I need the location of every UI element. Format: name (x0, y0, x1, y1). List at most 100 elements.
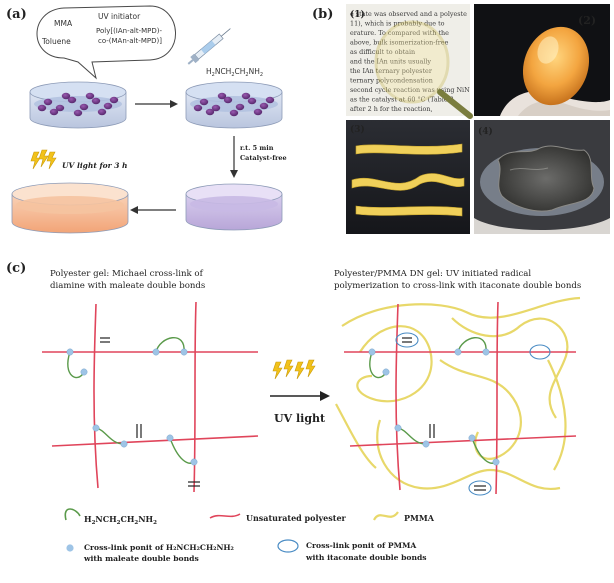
monomer-bead (235, 103, 245, 111)
monomer-bead (79, 103, 89, 111)
photo-1-text-line: e state was observed and a polyeste (350, 10, 467, 18)
legend-crosslink-diamine-line2: with maleate double bonds (83, 554, 199, 563)
dish-polyester-gel (185, 183, 283, 231)
photo-2-number: (2) (578, 14, 596, 27)
polyester-network-left (42, 301, 259, 493)
reagent-mma: MMA (54, 19, 73, 28)
monomer-bead (85, 92, 95, 100)
dish-monomer-mixture (29, 81, 127, 129)
monomer-bead (43, 98, 53, 106)
panel-b: (b) e state was observed and a polyeste 1… (312, 4, 610, 234)
double-bond-markers-right (402, 337, 486, 491)
photo-1-transparent-film: e state was observed and a polyeste 11), … (346, 4, 473, 119)
dn-network-right (335, 296, 581, 496)
monomer-bead (91, 97, 101, 105)
panel-a-label: (a) (6, 7, 27, 22)
legend-crosslink-pmma-line1: Cross-link ponit of PMMA (306, 541, 416, 550)
panel-a: (a) MMA UV initiator Toluene Poly[(IAn-a… (6, 5, 287, 234)
photo-1-text-line: after 2 h for the reaction, (350, 105, 433, 113)
dish-with-diamine (185, 81, 283, 129)
arrow-step1 (135, 100, 178, 108)
legend: H2NCH2CH2NH2 Unsaturated polyester PMMA … (64, 508, 435, 563)
monomer-bead (193, 104, 203, 112)
legend-crosslink-pmma: Cross-link ponit of PMMA with itaconate … (277, 539, 427, 562)
uv-light-label: UV light (274, 412, 326, 425)
legend-diamine-formula: H2NCH2CH2NH2 (84, 514, 157, 526)
monomer-bead (49, 108, 59, 116)
photo-4-number: (4) (478, 126, 493, 137)
legend-diamine: H2NCH2CH2NH2 (64, 508, 157, 526)
monomer-bead (67, 96, 77, 104)
monomer-bead (211, 104, 221, 112)
monomer-beads (37, 92, 119, 117)
monomer-bead (37, 104, 47, 112)
photo-3-number: (3) (350, 124, 365, 135)
photo-1-text-line: the IAn ternary polyester (350, 67, 433, 75)
crosslink-points (66, 348, 198, 466)
arrow-step2: r.t. 5 min Catalyst-free (230, 136, 287, 178)
left-network-title-1: Polyester gel: Michael cross-link of (50, 269, 204, 279)
monomer-bead (241, 92, 251, 100)
right-network-title-2: polymerization to cross-link with itacon… (334, 281, 581, 291)
dish-dn-gel (11, 182, 129, 234)
monomer-bead (253, 108, 263, 116)
panel-c: (c) Polyester gel: Michael cross-link of… (6, 261, 581, 563)
photo-3-gel-strips: (3) (346, 120, 470, 234)
panel-b-label: (b) (312, 7, 333, 22)
step-catalyst-label: Catalyst-free (240, 154, 287, 162)
monomer-bead (55, 104, 65, 112)
monomer-bead (97, 108, 107, 116)
panel-c-label: (c) (6, 261, 26, 276)
photo-1-printed-text: e state was observed and a polyeste 11), … (350, 10, 470, 113)
arrow-step3 (130, 206, 176, 214)
double-bond-markers (100, 337, 200, 487)
reagent-uv-initiator: UV initiator (98, 12, 141, 21)
monomer-bead (199, 98, 209, 106)
crosslink-points-right (368, 348, 500, 466)
monomer-bead (223, 96, 233, 104)
monomer-bead (247, 97, 257, 105)
monomer-bead (265, 96, 275, 104)
legend-crosslink-diamine: Cross-link ponit of H₂NCH₂CH₂NH₂ with ma… (66, 543, 234, 563)
monomer-bead (217, 92, 227, 100)
uv-lightning-icon-c (272, 359, 316, 380)
syringe-icon (187, 28, 231, 65)
legend-unsaturated-label: Unsaturated polyester (246, 513, 347, 523)
monomer-bead (73, 109, 83, 117)
legend-pmma-label: PMMA (404, 513, 435, 523)
legend-pmma: PMMA (373, 511, 435, 523)
photo-1-number: (1) (350, 9, 365, 20)
reagent-poly-line1: Poly[(IAn-alt-MPD)- (96, 27, 163, 35)
legend-crosslink-pmma-line2: with itaconate double bonds (305, 553, 427, 562)
pmma-crosslink-rings (395, 332, 551, 496)
photo-4-swollen-gel: (4) (474, 120, 610, 234)
reagent-bubble: MMA UV initiator Toluene Poly[(IAn-alt-M… (36, 5, 176, 80)
right-network-title-1: Polyester/PMMA DN gel: UV initiated radi… (334, 269, 531, 279)
legend-unsaturated-polyester: Unsaturated polyester (209, 513, 347, 523)
photo-1-text-line: and the IAn units usually (350, 58, 431, 66)
monomer-bead (109, 96, 119, 104)
monomer-bead (61, 92, 71, 100)
uv-lightning-icon (30, 149, 57, 170)
photo-1-text-line: second cycle reaction was using NiN (350, 86, 470, 94)
uv-light-arrow: UV light (270, 359, 330, 425)
monomer-beads (193, 92, 275, 117)
polyester-chains-right (344, 301, 577, 495)
diamine-formula: H2NCH2CH2NH2 (206, 67, 263, 78)
reagent-poly-line2: co-(MAn-alt-MPD)] (98, 37, 162, 45)
photo-1-text-line: as difficult to obtain (350, 48, 415, 56)
legend-crosslink-diamine-line1: Cross-link ponit of H₂NCH₂CH₂NH₂ (84, 543, 234, 552)
photo-2-gel-in-hand: (2) (474, 4, 610, 116)
pmma-chains (335, 296, 581, 491)
photo-1-text-line: erature. To compared with the (350, 29, 449, 37)
monomer-bead (205, 108, 215, 116)
photo-1-text-line: as the catalyst at 60 °C (Table 3 (350, 96, 454, 104)
polyester-chains (42, 301, 259, 493)
monomer-bead (103, 102, 113, 110)
photo-1-text-line: ternary polycondensation (350, 77, 433, 85)
step-rt-label: r.t. 5 min (240, 144, 274, 152)
photo-1-text-line: 11), which is probably due to (350, 20, 445, 28)
left-network-title-2: diamine with maleate double bonds (50, 281, 205, 291)
photo-1-text-line: above, bulk isomerization-free (350, 39, 449, 47)
